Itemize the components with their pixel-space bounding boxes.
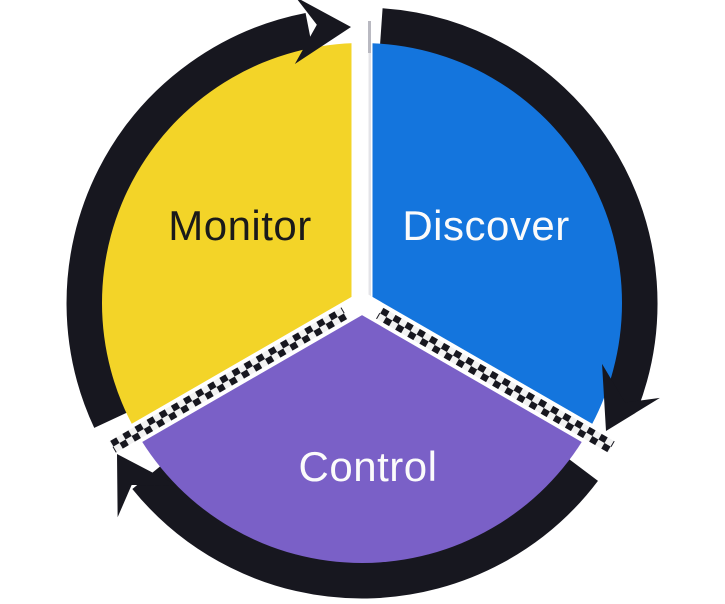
label-discover: Discover bbox=[402, 202, 569, 249]
arc-discover-to-control bbox=[379, 8, 658, 409]
arrowhead-icon-top bbox=[294, 0, 351, 64]
divider-top-edge-line-faint bbox=[368, 53, 371, 298]
arrowhead-icon-left bbox=[117, 454, 177, 518]
divider-right-checker bbox=[376, 307, 615, 453]
arrow-ring bbox=[66, 8, 658, 599]
divider-left-checker bbox=[109, 307, 348, 453]
arrowhead-icon-right bbox=[602, 363, 660, 431]
segment-labels: Monitor Discover Control bbox=[168, 202, 569, 490]
arrowheads bbox=[117, 0, 660, 518]
divider-top bbox=[351, 10, 373, 311]
label-control: Control bbox=[299, 443, 438, 490]
label-monitor: Monitor bbox=[168, 202, 312, 249]
arc-control-to-monitor bbox=[132, 458, 598, 599]
divider-top-gap bbox=[351, 10, 373, 311]
divider-right bbox=[349, 289, 619, 458]
arc-monitor-to-discover bbox=[66, 12, 313, 428]
divider-left bbox=[105, 289, 375, 458]
divider-top-edge-line bbox=[368, 21, 371, 53]
